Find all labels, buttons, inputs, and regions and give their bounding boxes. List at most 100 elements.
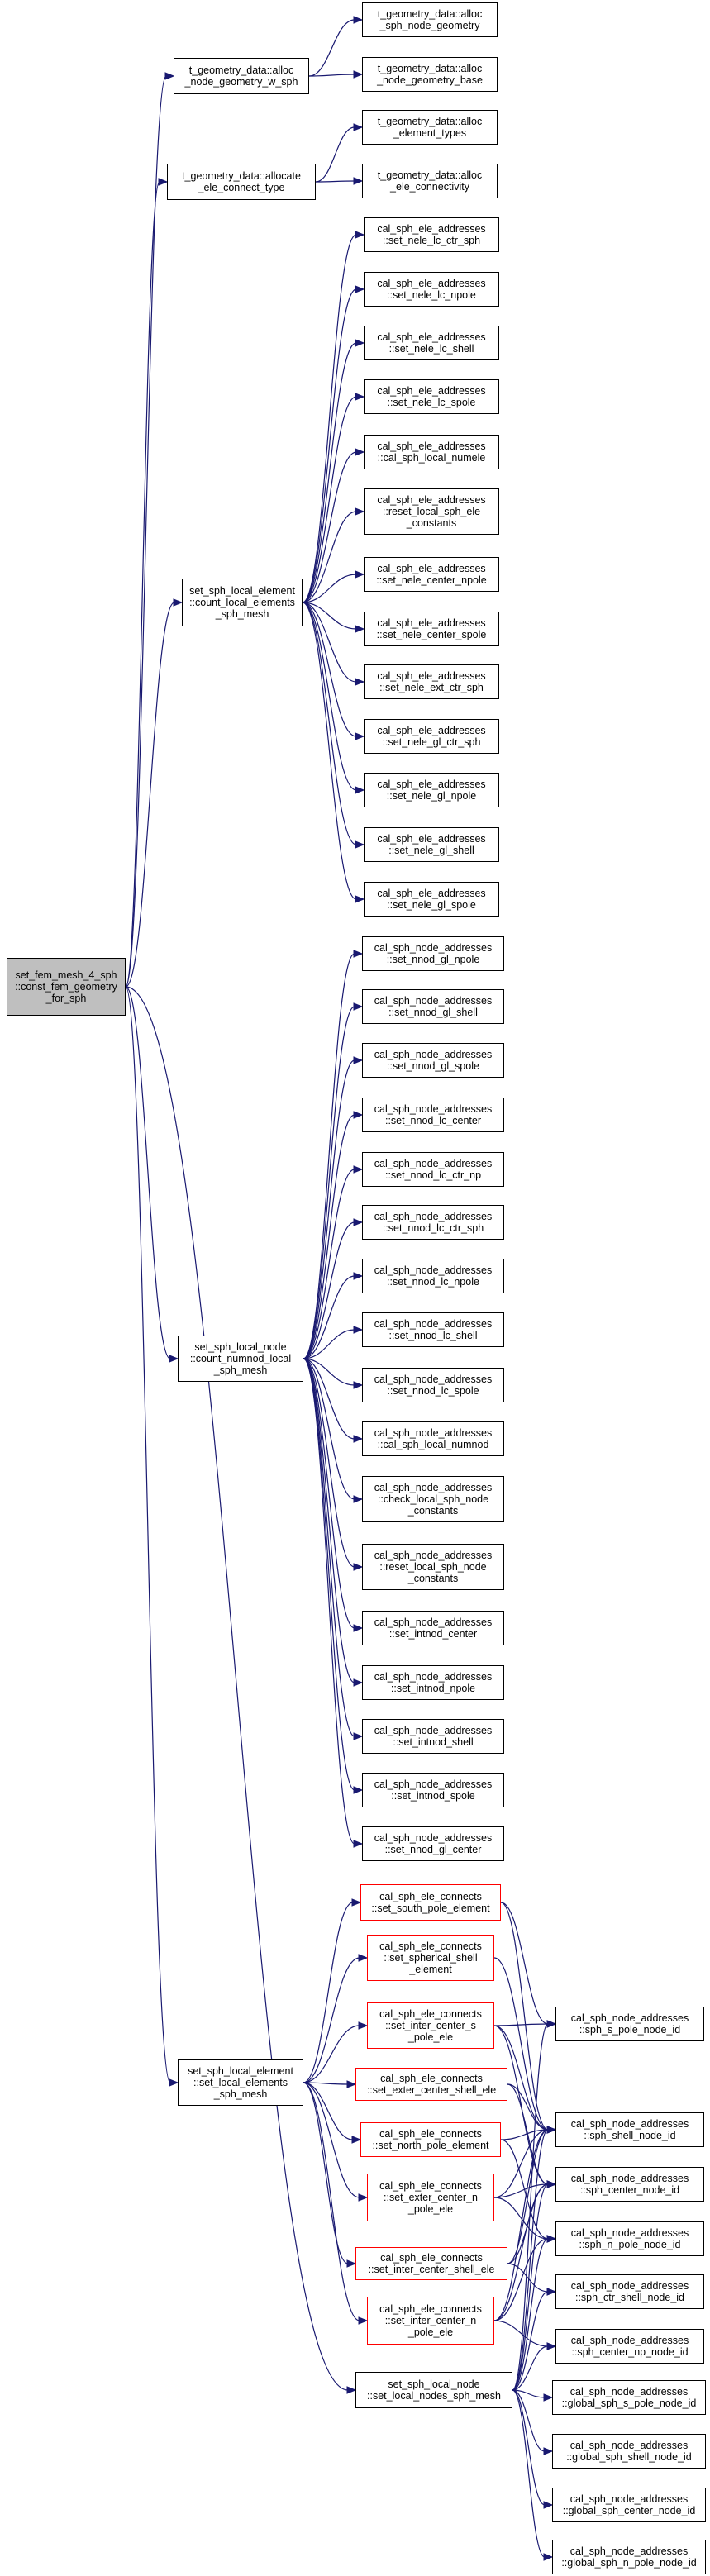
graph-node-label-line: set_sph_local_node	[194, 1341, 287, 1353]
graph-node-g1[interactable]: cal_sph_node_addresses::global_sph_s_pol…	[552, 2380, 706, 2415]
graph-node-e2[interactable]: cal_sph_ele_addresses::set_nele_lc_npole	[364, 272, 499, 307]
graph-node-e13[interactable]: cal_sph_ele_addresses::set_nele_gl_spole	[364, 882, 499, 917]
graph-node-e7[interactable]: cal_sph_ele_addresses::set_nele_center_n…	[364, 557, 499, 592]
call-edge-count_local_elements-e2	[302, 288, 357, 603]
graph-node-g4[interactable]: cal_sph_node_addresses::global_sph_n_pol…	[552, 2540, 706, 2574]
graph-node-count_numnod[interactable]: set_sph_local_node::count_numnod_local_s…	[178, 1336, 303, 1382]
graph-node-n11[interactable]: cal_sph_node_addresses::check_local_sph_…	[362, 1476, 504, 1522]
graph-node-e3[interactable]: cal_sph_ele_addresses::set_nele_lc_shell	[364, 326, 499, 360]
graph-node-label-line: ::cal_sph_local_numele	[377, 452, 486, 464]
graph-node-label-line: ::sph_s_pole_node_id	[579, 2024, 681, 2036]
graph-node-n13[interactable]: cal_sph_node_addresses::set_intnod_cente…	[362, 1611, 504, 1645]
graph-node-label-line: cal_sph_ele_connects	[379, 2128, 482, 2140]
graph-node-e5[interactable]: cal_sph_ele_addresses::cal_sph_local_num…	[364, 435, 499, 469]
graph-node-label-line: t_geometry_data::alloc	[188, 64, 294, 76]
edge-arrowhead	[355, 231, 365, 239]
call-edge-count_local_elements-e7	[302, 574, 357, 603]
call-edge-set_local_elements-c5	[303, 2082, 354, 2140]
graph-node-label-line: ::set_intnod_npole	[390, 1683, 476, 1694]
graph-node-root: set_fem_mesh_4_sph::const_fem_geometry_f…	[7, 958, 126, 1016]
graph-node-count_local_elements[interactable]: set_sph_local_element::count_local_eleme…	[182, 579, 303, 626]
graph-node-a1[interactable]: cal_sph_node_addresses::sph_s_pole_node_…	[555, 2007, 704, 2041]
graph-node-label-line: _node_geometry_w_sph	[184, 76, 298, 88]
graph-node-e4[interactable]: cal_sph_ele_addresses::set_nele_lc_spole	[364, 379, 499, 414]
graph-node-n7[interactable]: cal_sph_node_addresses::set_nnod_lc_npol…	[362, 1259, 504, 1293]
call-edge-set_local_nodes-a3	[512, 2183, 549, 2391]
edge-arrowhead	[358, 2021, 369, 2030]
graph-node-e11[interactable]: cal_sph_ele_addresses::set_nele_gl_npole	[364, 773, 499, 807]
graph-node-c5[interactable]: cal_sph_ele_connects::set_north_pole_ele…	[360, 2122, 501, 2157]
graph-node-a3[interactable]: cal_sph_node_addresses::sph_center_node_…	[555, 2167, 704, 2202]
graph-node-c4[interactable]: cal_sph_ele_connects::set_exter_center_s…	[355, 2068, 507, 2101]
graph-node-label-line: cal_sph_ele_connects	[379, 1940, 482, 1952]
graph-node-a2[interactable]: cal_sph_node_addresses::sph_shell_node_i…	[555, 2112, 704, 2147]
graph-node-c3[interactable]: cal_sph_ele_connects::set_inter_center_s…	[367, 2002, 494, 2049]
edge-arrowhead	[358, 2316, 369, 2325]
graph-node-label-line: cal_sph_node_addresses	[570, 2335, 689, 2346]
graph-node-label-line: ::set_nele_lc_spole	[387, 397, 476, 408]
call-edge-set_local_elements-c8	[303, 2082, 360, 2321]
graph-node-c2[interactable]: cal_sph_ele_connects::set_spherical_shel…	[367, 1935, 494, 1981]
graph-node-label-line: cal_sph_node_addresses	[569, 2440, 689, 2451]
graph-node-alloc_node_geom_base[interactable]: t_geometry_data::alloc_node_geometry_bas…	[362, 57, 498, 92]
graph-node-c7[interactable]: cal_sph_ele_connects::set_inter_center_s…	[355, 2247, 507, 2280]
graph-node-label-line: ::count_numnod_local	[189, 1353, 292, 1364]
graph-node-alloc_sph_node_geom[interactable]: t_geometry_data::alloc_sph_node_geometry	[362, 2, 498, 37]
graph-node-a5[interactable]: cal_sph_node_addresses::sph_ctr_shell_no…	[555, 2274, 704, 2309]
graph-node-n9[interactable]: cal_sph_node_addresses::set_nnod_lc_spol…	[362, 1368, 504, 1402]
graph-node-n2[interactable]: cal_sph_node_addresses::set_nnod_gl_shel…	[362, 989, 504, 1024]
graph-node-label-line: ::count_local_elements	[189, 597, 295, 608]
graph-node-label-line: ::global_sph_center_node_id	[562, 2505, 696, 2516]
edge-arrowhead	[355, 448, 365, 456]
graph-node-label-line: ::set_nnod_gl_npole	[386, 954, 480, 965]
graph-node-n15[interactable]: cal_sph_node_addresses::set_intnod_shell	[362, 1719, 504, 1754]
graph-node-n12[interactable]: cal_sph_node_addresses::reset_local_sph_…	[362, 1544, 504, 1590]
graph-node-c6[interactable]: cal_sph_ele_connects::set_exter_center_n…	[367, 2174, 494, 2221]
edge-arrowhead	[355, 625, 365, 633]
edge-arrowhead	[546, 2342, 557, 2350]
graph-node-n4[interactable]: cal_sph_node_addresses::set_nnod_lc_cent…	[362, 1098, 504, 1132]
edge-arrowhead	[353, 1111, 364, 1119]
graph-node-label-line: ::sph_center_node_id	[579, 2184, 680, 2196]
call-edge-set_local_nodes-g2	[512, 2389, 546, 2452]
edge-arrowhead	[546, 2020, 557, 2028]
graph-node-c8[interactable]: cal_sph_ele_connects::set_inter_center_n…	[367, 2297, 494, 2345]
call-edge-count_local_elements-e13	[302, 602, 357, 900]
call-edge-set_local_elements-c2	[303, 1957, 360, 2083]
graph-node-g3[interactable]: cal_sph_node_addresses::global_sph_cente…	[552, 2488, 706, 2522]
call-edge-count_local_elements-e6	[302, 511, 357, 603]
call-edge-count_numnod-n2	[303, 1006, 355, 1359]
graph-node-n1[interactable]: cal_sph_node_addresses::set_nnod_gl_npol…	[362, 936, 504, 971]
graph-node-alloc_element_types[interactable]: t_geometry_data::alloc_element_types	[362, 110, 498, 145]
graph-node-n10[interactable]: cal_sph_node_addresses::cal_sph_local_nu…	[362, 1421, 504, 1456]
graph-node-e1[interactable]: cal_sph_ele_addresses::set_nele_lc_ctr_s…	[364, 217, 499, 252]
graph-node-g2[interactable]: cal_sph_node_addresses::global_sph_shell…	[552, 2434, 706, 2469]
graph-node-n5[interactable]: cal_sph_node_addresses::set_nnod_lc_ctr_…	[362, 1152, 504, 1187]
graph-node-n16[interactable]: cal_sph_node_addresses::set_intnod_spole	[362, 1773, 504, 1807]
graph-node-allocate_ele_connect_type[interactable]: t_geometry_data::allocate_ele_connect_ty…	[167, 164, 316, 200]
graph-node-e6[interactable]: cal_sph_ele_addresses::reset_local_sph_e…	[364, 488, 499, 535]
graph-node-label-line: ::set_nnod_lc_npole	[387, 1276, 479, 1288]
graph-node-n6[interactable]: cal_sph_node_addresses::set_nnod_lc_ctr_…	[362, 1205, 504, 1240]
graph-node-alloc_node_geom_w_sph[interactable]: t_geometry_data::alloc_node_geometry_w_s…	[174, 58, 309, 94]
graph-node-set_local_elements[interactable]: set_sph_local_element::set_local_element…	[178, 2059, 303, 2106]
graph-node-e9[interactable]: cal_sph_ele_addresses::set_nele_ext_ctr_…	[364, 664, 499, 699]
graph-node-e8[interactable]: cal_sph_ele_addresses::set_nele_center_s…	[364, 612, 499, 646]
graph-node-a4[interactable]: cal_sph_node_addresses::sph_n_pole_node_…	[555, 2221, 704, 2256]
graph-node-n17[interactable]: cal_sph_node_addresses::set_nnod_gl_cent…	[362, 1826, 504, 1861]
graph-node-e12[interactable]: cal_sph_ele_addresses::set_nele_gl_shell	[364, 827, 499, 862]
graph-node-n8[interactable]: cal_sph_node_addresses::set_nnod_lc_shel…	[362, 1312, 504, 1347]
call-edge-c1-a2	[500, 1902, 549, 2131]
graph-node-a6[interactable]: cal_sph_node_addresses::sph_center_np_no…	[555, 2329, 704, 2364]
graph-node-label-line: ::set_nnod_lc_center	[384, 1115, 482, 1126]
edge-arrowhead	[353, 950, 364, 958]
graph-node-label-line: cal_sph_ele_addresses	[377, 278, 486, 289]
graph-node-c1[interactable]: cal_sph_ele_connects::set_south_pole_ele…	[360, 1884, 501, 1921]
graph-node-set_local_nodes[interactable]: set_sph_local_node::set_local_nodes_sph_…	[355, 2372, 512, 2408]
graph-node-e10[interactable]: cal_sph_ele_addresses::set_nele_gl_ctr_s…	[364, 719, 499, 754]
call-edge-set_local_nodes-a2	[512, 2129, 549, 2391]
graph-node-n14[interactable]: cal_sph_node_addresses::set_intnod_npole	[362, 1665, 504, 1700]
graph-node-n3[interactable]: cal_sph_node_addresses::set_nnod_gl_spol…	[362, 1043, 504, 1078]
graph-node-alloc_ele_connectivity[interactable]: t_geometry_data::alloc_ele_connectivity	[362, 164, 498, 198]
